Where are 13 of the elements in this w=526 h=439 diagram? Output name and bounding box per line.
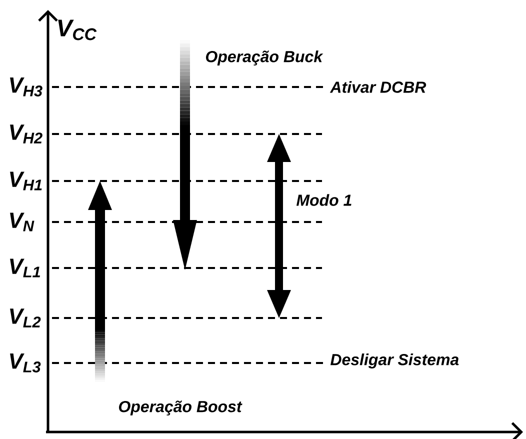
level-label: V$_{H3}$ <box>10 78 42 96</box>
annotation: Operação Buck <box>206 50 324 66</box>
annotation: Ativar DCBR <box>330 81 426 93</box>
level-label: V$_{L3}$ <box>10 354 41 372</box>
level-label: V$_{L2}$ <box>10 308 41 328</box>
annotation: Desligar Sistema <box>330 354 459 368</box>
level-label: V$_{N}$ <box>10 212 34 232</box>
annotation: Operação Boost <box>119 400 242 416</box>
level-label: V$_{H1}$ <box>10 172 42 190</box>
level-label: V$_{H2}$ <box>10 124 42 144</box>
annotation: Modo 1 <box>296 194 352 206</box>
level-label: V$_{L1}$ <box>10 258 40 278</box>
axis-label: V$_{CC}$ <box>58 20 97 40</box>
